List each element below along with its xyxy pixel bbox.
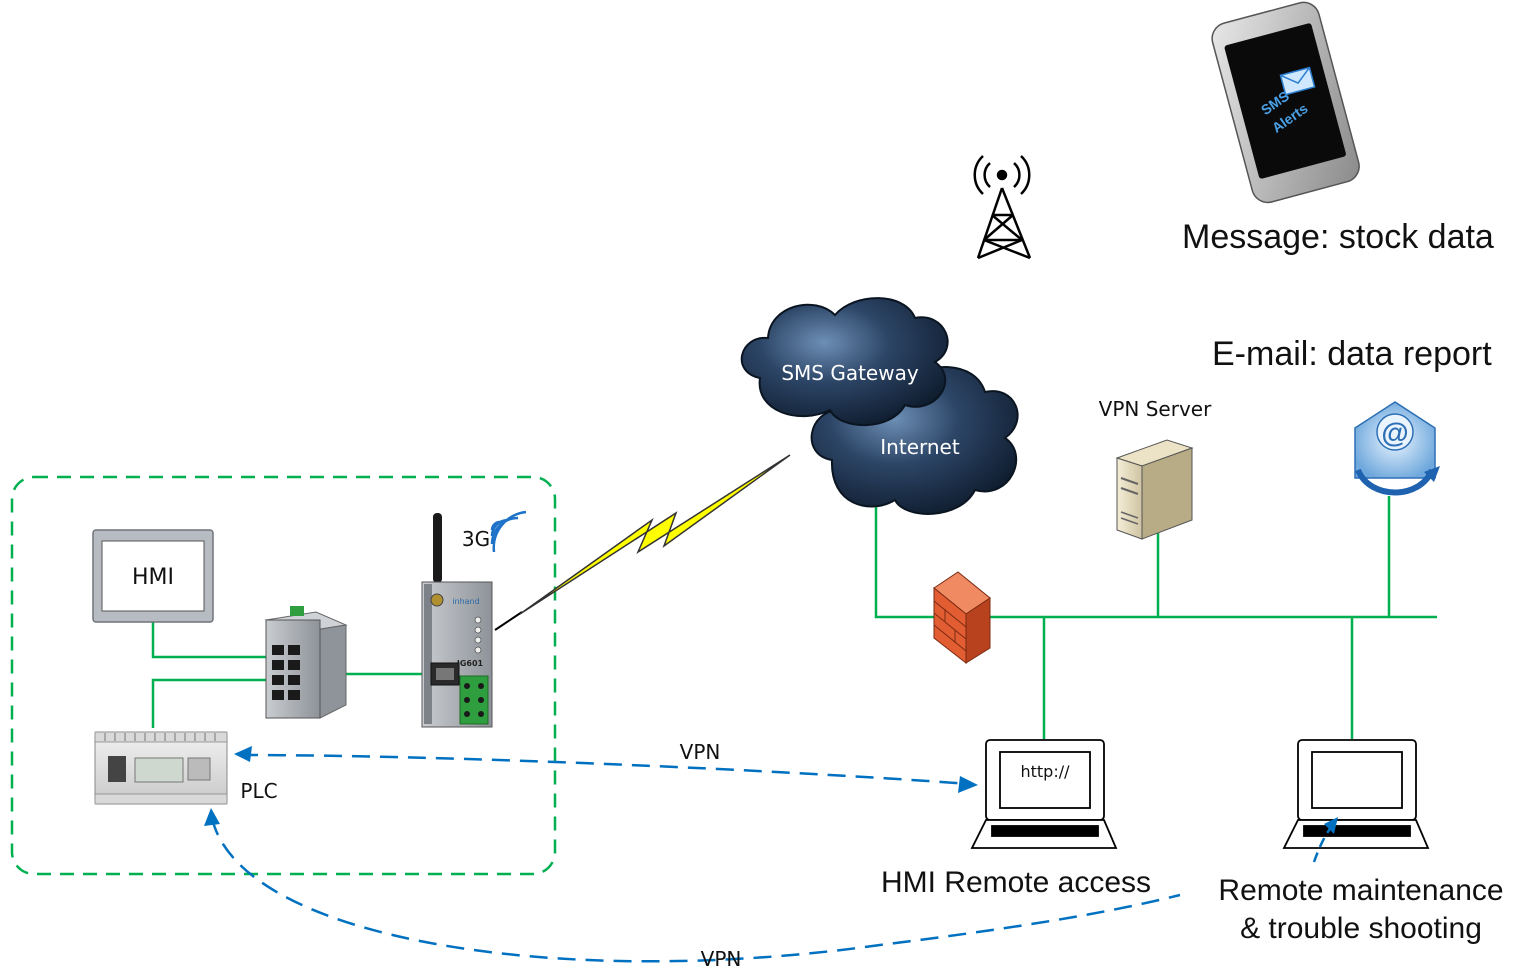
internet-lan-lines (874, 496, 1437, 739)
ethernet-switch-icon (264, 606, 348, 719)
radio-tower-icon (973, 155, 1032, 260)
firewall-brick-icon (933, 571, 991, 665)
router-antenna-link (494, 611, 523, 631)
3g-label: 3G (462, 527, 490, 551)
hmi-label: HMI (132, 565, 174, 590)
vpn-top-label: VPN (680, 740, 721, 764)
3g-router-icon: inhand IG601 (421, 513, 493, 728)
email-label: E-mail: data report (1212, 335, 1492, 373)
hmi-panel-icon (92, 529, 214, 623)
vpn-bottom-label: VPN (701, 947, 742, 971)
remote-maintenance-label-line1: Remote maintenance (1218, 874, 1503, 907)
laptop-icon (970, 739, 1118, 849)
plc-label: PLC (240, 779, 277, 803)
router-brand-text: inhand (452, 597, 479, 606)
router-model-text: IG601 (457, 659, 484, 668)
vpn-link-maintenance (204, 808, 1338, 963)
server-tower-icon (1115, 439, 1194, 540)
remote-maintenance-label-line2: & trouble shooting (1240, 912, 1482, 945)
vpn-link-hmi (234, 746, 978, 793)
plc-controller-icon (94, 731, 228, 805)
sms-gateway-label: SMS Gateway (781, 361, 919, 385)
email-at-icon: @ (1354, 401, 1440, 496)
http-label: http:// (1020, 762, 1070, 781)
vpn-server-label: VPN Server (1099, 397, 1212, 421)
hmi-remote-access-label: HMI Remote access (881, 866, 1151, 899)
wireless-signal-icon (490, 510, 527, 553)
message-label: Message: stock data (1182, 218, 1494, 256)
internet-label: Internet (880, 435, 960, 459)
smartphone-sms-icon: SMS Alerts (1211, 1, 1360, 204)
svg-text:@: @ (1381, 417, 1408, 448)
lightning-bolt (519, 454, 791, 615)
sms-gateway-cloud (740, 297, 949, 427)
laptop-icon (1282, 739, 1430, 849)
